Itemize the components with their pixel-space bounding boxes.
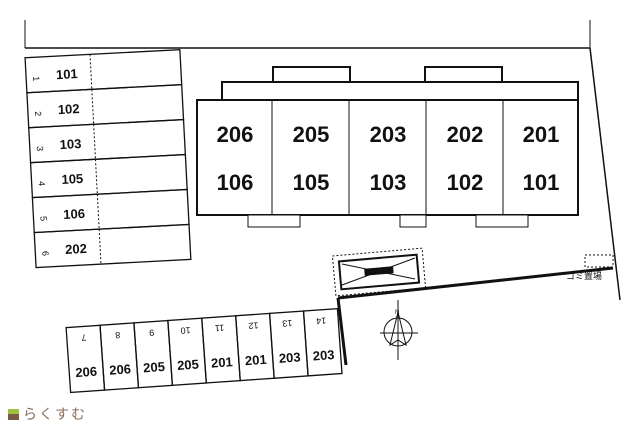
slot-room: 101 bbox=[56, 66, 78, 82]
logo: らくすむ bbox=[8, 404, 87, 424]
logo-text: らくすむ bbox=[23, 406, 87, 422]
unit-number-lower: 103 bbox=[370, 170, 407, 195]
parking-slot bbox=[33, 223, 192, 269]
slot-room: 203 bbox=[312, 347, 335, 363]
slot-number: 13 bbox=[282, 318, 293, 329]
left-parking: 1 101 2 102 3 103 4 105 5 106 6 202 bbox=[24, 48, 192, 269]
slot-room: 201 bbox=[244, 352, 267, 368]
unit-number-upper: 206 bbox=[217, 122, 254, 147]
slot-number: 5 bbox=[38, 216, 48, 222]
slot-room: 201 bbox=[211, 354, 234, 370]
slot-number: 8 bbox=[115, 330, 121, 340]
unit-number-upper: 201 bbox=[523, 122, 560, 147]
parking-slot bbox=[302, 307, 343, 377]
bottom-parking: 7 206 8 206 9 205 10 205 11 201 12 201 13 203 14 203 bbox=[65, 307, 343, 394]
unit-number-upper: 203 bbox=[370, 122, 407, 147]
slot-room: 203 bbox=[278, 349, 301, 365]
boundary-right bbox=[589, 47, 621, 301]
slot-room: 205 bbox=[177, 356, 200, 372]
slot-number: 2 bbox=[33, 111, 43, 117]
slot-room: 102 bbox=[57, 101, 79, 117]
slot-room: 103 bbox=[59, 136, 81, 152]
slot-number: 1 bbox=[31, 76, 41, 82]
slot-number: 9 bbox=[149, 328, 155, 338]
garbage-area bbox=[331, 247, 427, 297]
unit-number-upper: 205 bbox=[293, 122, 330, 147]
road-edge bbox=[337, 266, 614, 300]
unit-number-lower: 105 bbox=[293, 170, 330, 195]
slot-number: 12 bbox=[248, 320, 259, 331]
slot-room: 206 bbox=[75, 364, 98, 380]
unit-number-lower: 106 bbox=[217, 170, 254, 195]
slot-number: 4 bbox=[37, 181, 47, 187]
house-logo-icon bbox=[8, 408, 19, 420]
garbage-label: ゴミ置場 bbox=[566, 270, 602, 281]
slot-number: 7 bbox=[81, 332, 87, 342]
unit-number-lower: 101 bbox=[523, 170, 560, 195]
slot-number: 3 bbox=[35, 146, 45, 152]
slot-number: 14 bbox=[316, 315, 327, 326]
slot-room: 202 bbox=[65, 241, 87, 257]
slot-number: 6 bbox=[40, 251, 50, 257]
north-arrow-icon bbox=[380, 300, 418, 360]
slot-room: 205 bbox=[143, 359, 166, 375]
compass-label: N bbox=[395, 310, 399, 316]
apartment-building bbox=[196, 66, 579, 228]
unit-number-lower: 102 bbox=[447, 170, 484, 195]
slot-number: 11 bbox=[214, 323, 224, 334]
slot-room: 105 bbox=[61, 171, 83, 187]
slot-number: 10 bbox=[180, 325, 191, 336]
slot-room: 206 bbox=[109, 361, 132, 377]
unit-number-upper: 202 bbox=[447, 122, 484, 147]
slot-room: 106 bbox=[63, 206, 85, 222]
